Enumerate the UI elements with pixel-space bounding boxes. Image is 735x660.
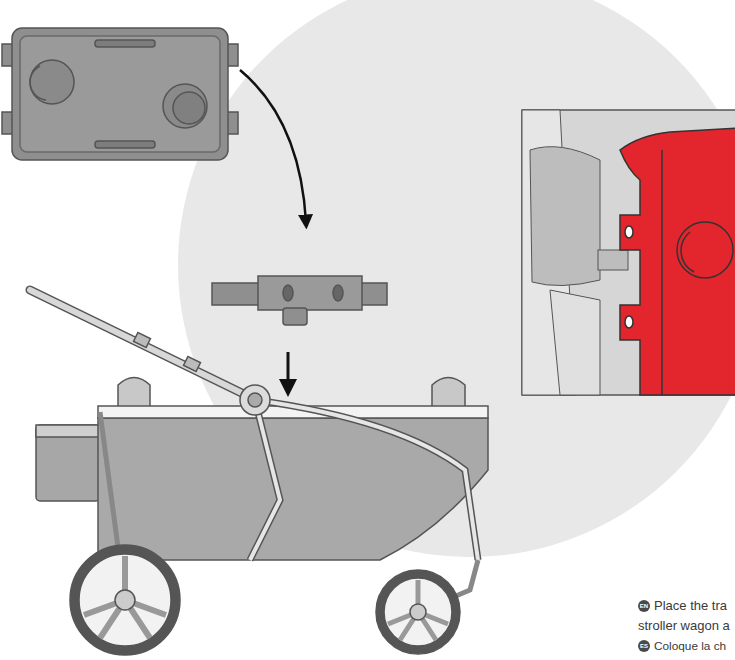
instruction-text: stroller wagon a bbox=[638, 618, 730, 634]
curved-arrow bbox=[240, 70, 306, 222]
adapter bbox=[212, 276, 387, 325]
down-arrow bbox=[287, 352, 290, 388]
rear-wheel bbox=[70, 545, 180, 655]
red-tray-detail bbox=[620, 128, 735, 395]
language-badge: ES bbox=[638, 640, 650, 652]
tray bbox=[2, 28, 238, 160]
detail-inset bbox=[522, 110, 735, 395]
front-wheel bbox=[376, 570, 460, 654]
instruction-text: Place the tra bbox=[654, 598, 727, 614]
language-badge: EN bbox=[638, 600, 650, 612]
stroller-wagon bbox=[30, 290, 488, 655]
instruction-text: Coloque la ch bbox=[654, 638, 726, 654]
